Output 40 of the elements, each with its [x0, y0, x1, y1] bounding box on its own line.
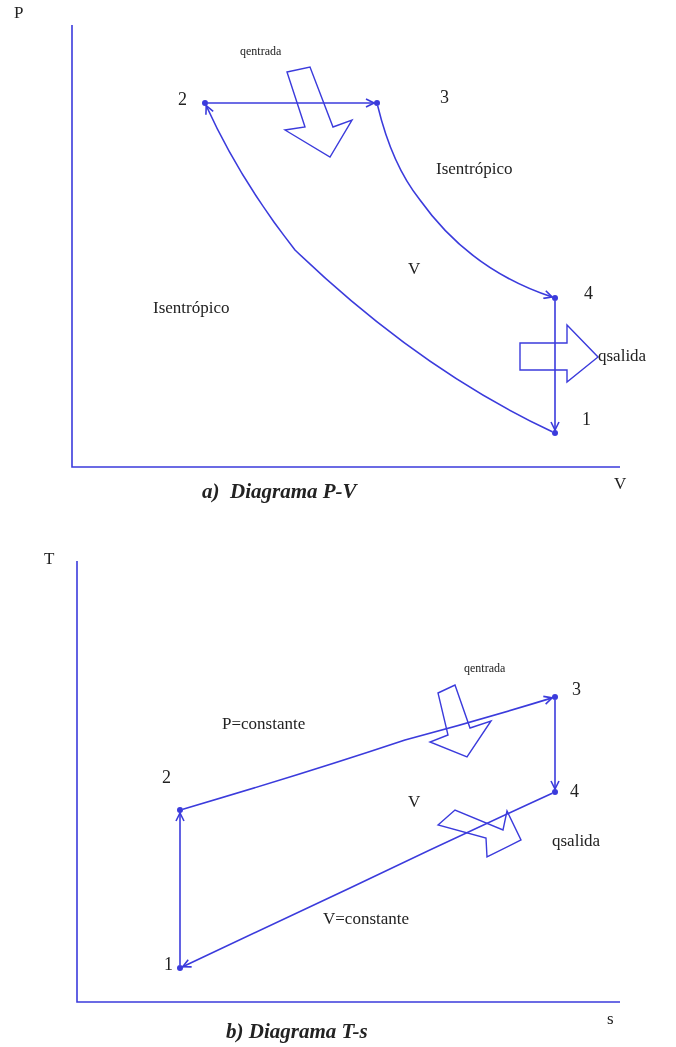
process-line	[207, 98, 375, 108]
state-number: 1	[582, 410, 591, 428]
heat-label: qentrada	[464, 661, 506, 676]
heat-label: qsalida	[552, 830, 601, 852]
state-point	[552, 295, 558, 301]
state-number: 4	[584, 284, 593, 302]
process-line	[182, 695, 553, 810]
diagram-caption: a) Diagrama P-V	[202, 478, 357, 505]
process-label: Isentrópico	[153, 297, 230, 319]
cycle-label: V	[408, 258, 421, 280]
cycle-label: V	[408, 791, 421, 813]
state-point	[177, 965, 183, 971]
process-label: Isentrópico	[436, 158, 513, 180]
process-label: P=constante	[222, 713, 306, 735]
state-point	[374, 100, 380, 106]
state-number: 3	[572, 680, 581, 698]
state-number: 1	[164, 955, 173, 973]
state-number: 2	[162, 768, 171, 786]
process-line	[205, 104, 554, 433]
state-number: 3	[440, 88, 449, 106]
axis-label: P	[14, 2, 24, 24]
process-line	[376, 105, 553, 299]
state-number: 4	[570, 782, 579, 800]
state-point	[202, 100, 208, 106]
process-label: V=constante	[323, 908, 410, 930]
axis-label: V	[614, 473, 627, 495]
axis-label: s	[607, 1008, 614, 1030]
heat-label: qsalida	[598, 345, 647, 367]
process-line	[175, 812, 185, 966]
heat-label: qentrada	[240, 44, 282, 59]
process-line	[181, 792, 554, 968]
state-point	[552, 430, 558, 436]
state-point	[552, 694, 558, 700]
diagram-caption: b) Diagrama T-s	[226, 1018, 368, 1045]
axis-label: T	[44, 548, 55, 570]
process-line	[550, 699, 560, 790]
state-point	[177, 807, 183, 813]
state-point	[552, 789, 558, 795]
state-number: 2	[178, 90, 187, 108]
process-line	[550, 300, 560, 431]
